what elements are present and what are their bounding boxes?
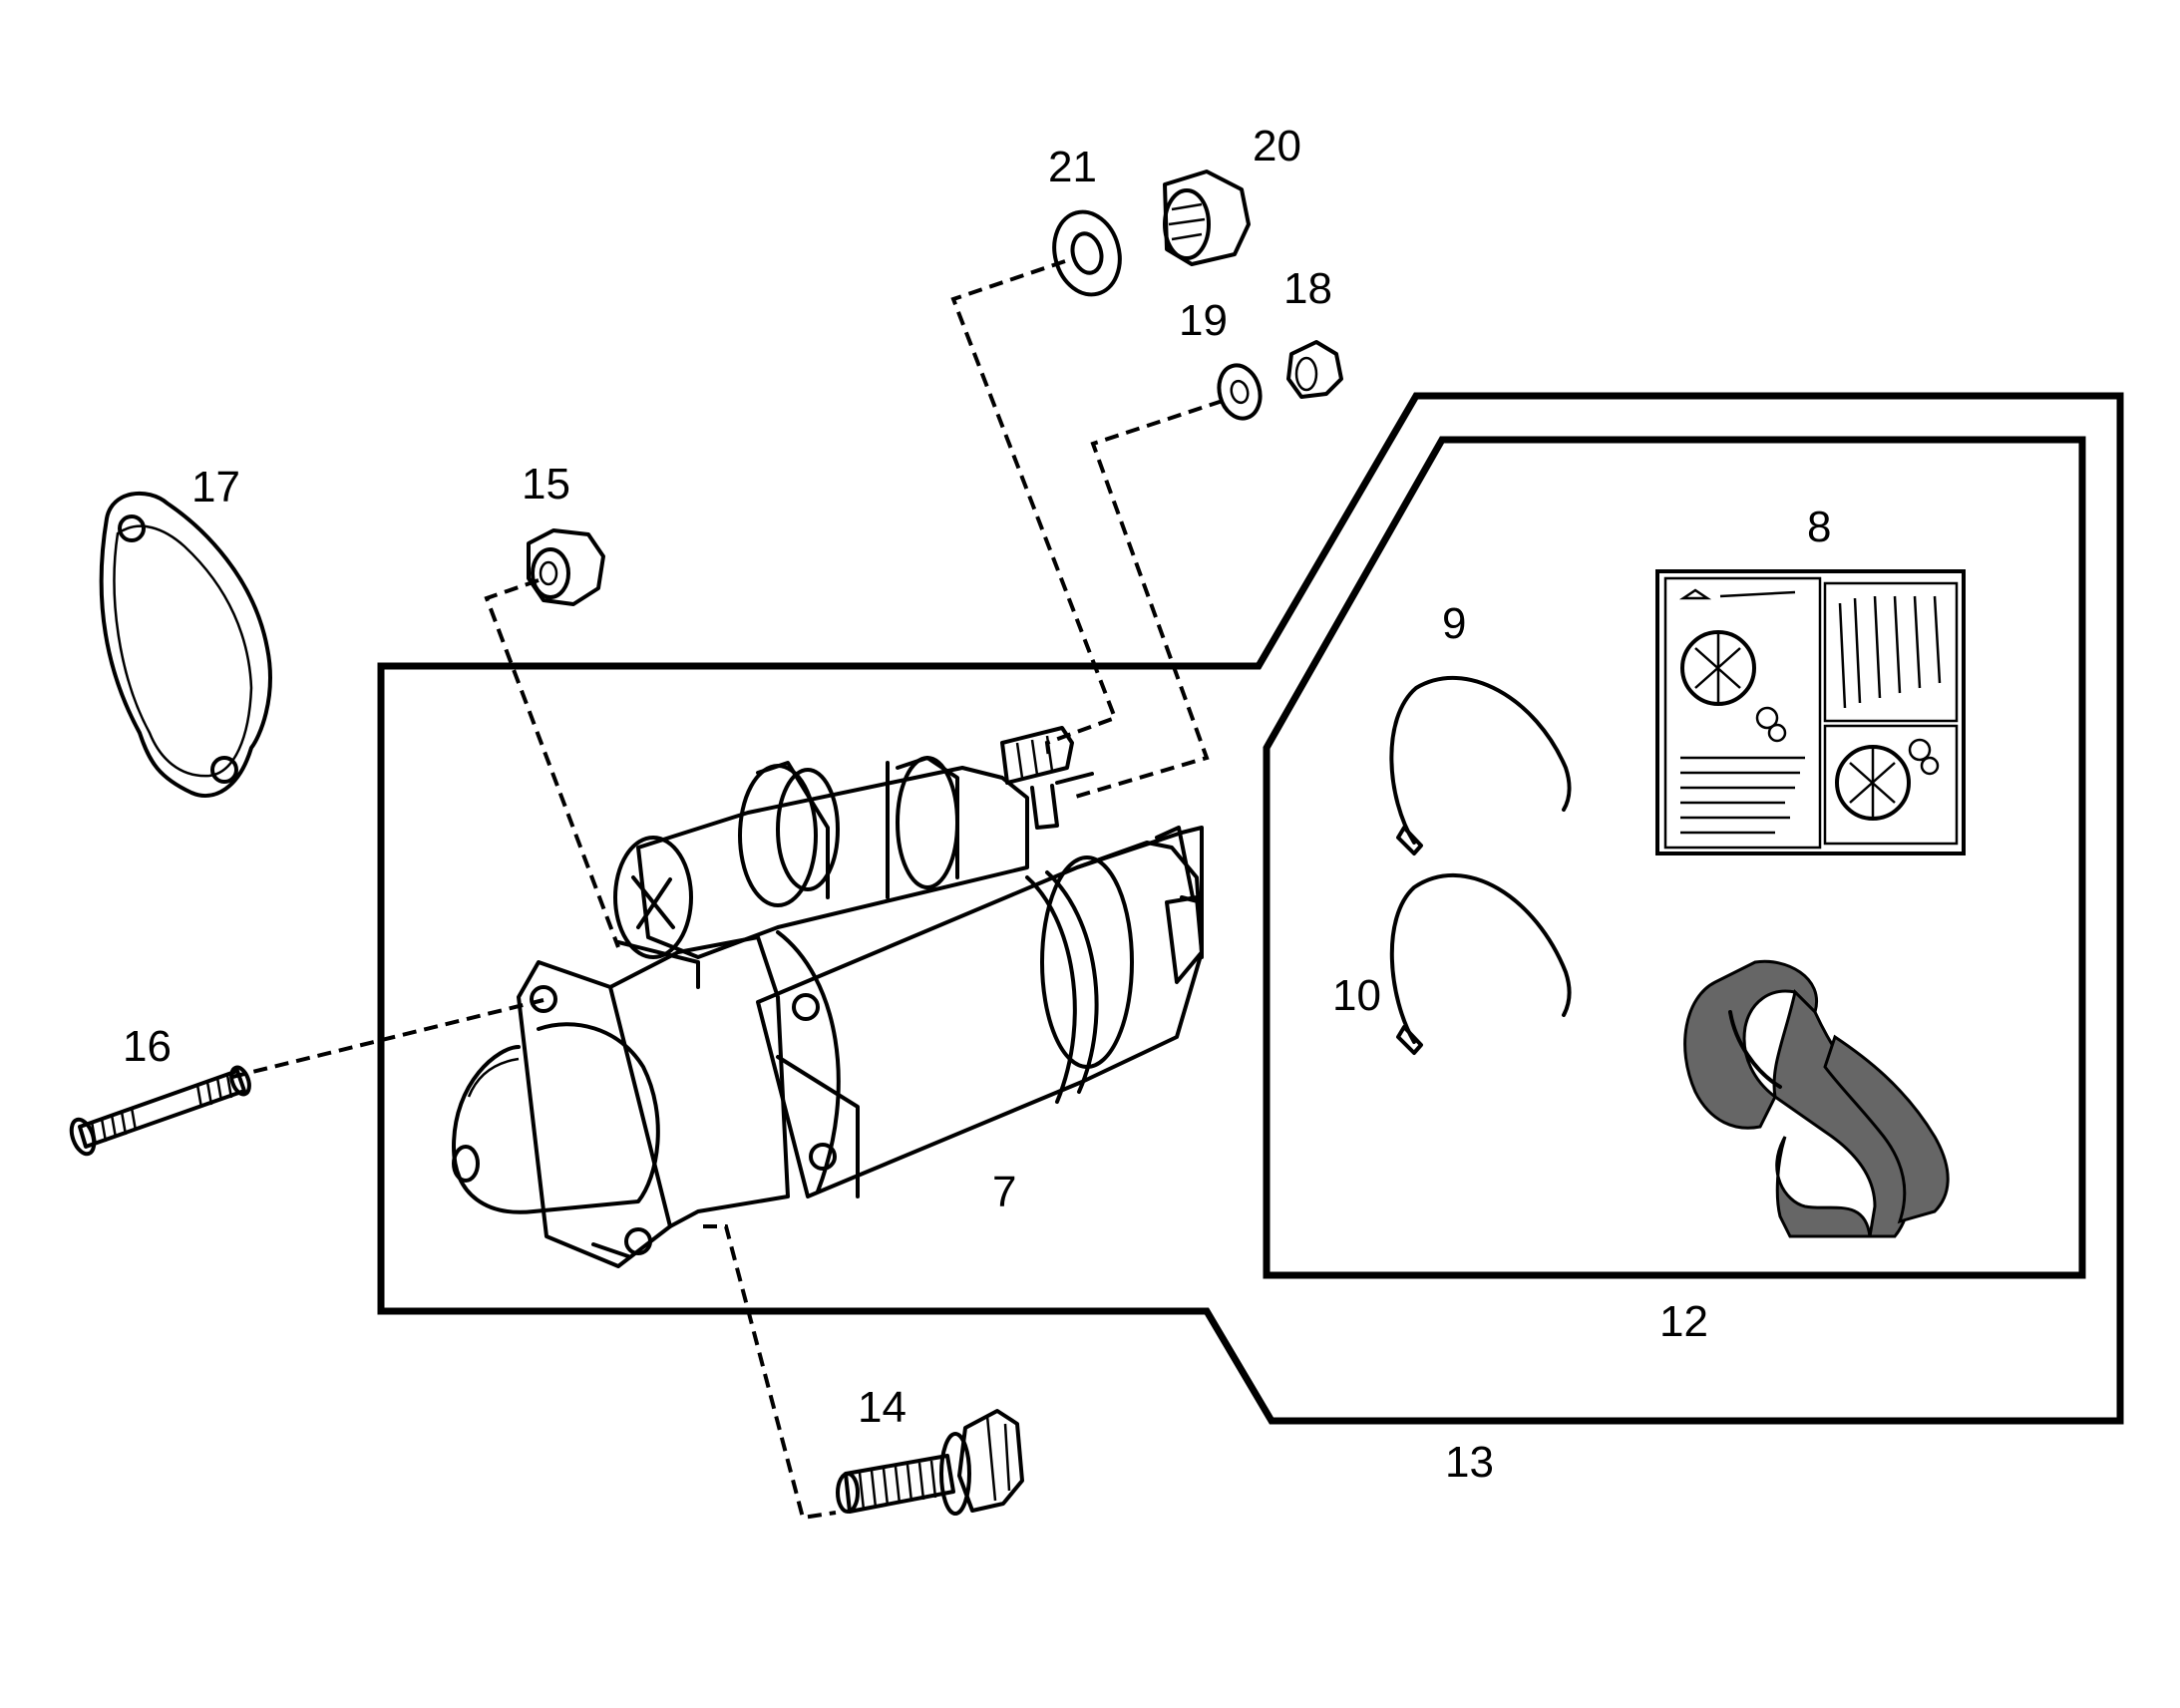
washer-icon [1217,363,1263,421]
starter-motor-icon [452,726,1204,1268]
stud-icon [69,1065,251,1157]
callout-13: 13 [1445,1438,1494,1487]
nut-icon [1163,170,1251,266]
nut-icon [1286,340,1343,399]
callout-17: 17 [191,463,240,512]
callout-20: 20 [1253,122,1301,171]
callout-10: 10 [1332,971,1381,1020]
gasket-icon [99,491,272,798]
callout-16: 16 [123,1022,172,1071]
nut-icon [527,528,605,606]
callout-7: 7 [992,1168,1016,1216]
callout-9: 9 [1442,599,1466,648]
callout-15: 15 [522,460,570,509]
kit-13-outline [377,392,2124,1425]
callout-labels: 7 8 9 10 12 13 14 15 16 17 18 19 20 21 [123,122,1831,1487]
callout-14: 14 [858,1383,907,1432]
cable-tie-icon [1389,676,1572,855]
flange-bolt-icon [836,1409,1024,1516]
washer-icon [1052,209,1122,297]
callout-21: 21 [1048,143,1097,191]
kit-12-outline [1263,436,2086,1279]
insulation-wrap-icon [1683,959,1950,1238]
callout-19: 19 [1179,296,1228,345]
callout-12: 12 [1659,1297,1708,1346]
warning-label-icon [1655,569,1966,855]
callout-18: 18 [1283,264,1332,313]
cable-tie-icon [1389,872,1572,1055]
callout-8: 8 [1807,503,1831,551]
